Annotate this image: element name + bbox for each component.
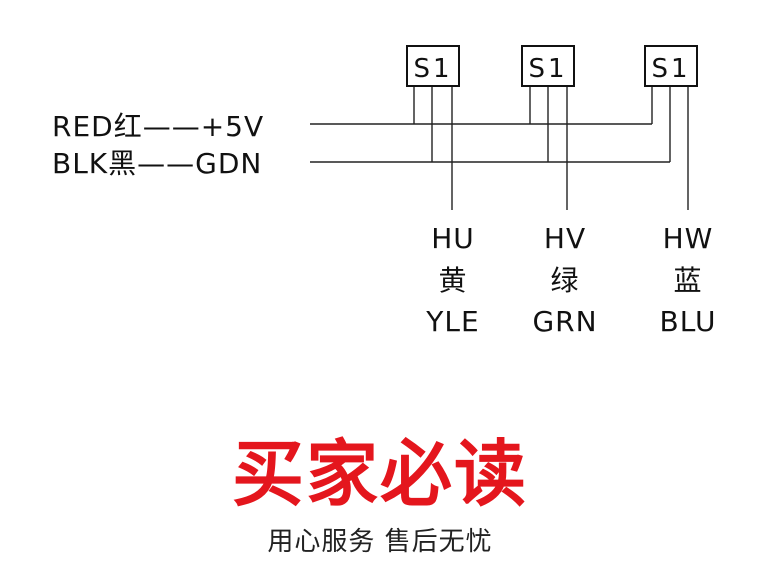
- sensor-hv-color-cn: 绿: [550, 264, 579, 297]
- sensor-hw-label: S1: [651, 54, 690, 84]
- sensor-hw-color-en: BLU: [660, 305, 717, 338]
- sensor-hw: S1 HW 蓝 BLU: [644, 45, 717, 338]
- sensor-hv-signal-label: HV: [544, 222, 586, 255]
- sensor-hu: S1 HU 黄 YLE: [406, 45, 479, 338]
- sensor-hv-box: [521, 45, 575, 87]
- sensor-hv-color-en: GRN: [532, 305, 597, 338]
- sensor-hw-box: [644, 45, 698, 87]
- sensor-hu-color-cn: 黄: [438, 264, 467, 297]
- sensor-hv-label: S1: [528, 54, 567, 84]
- red-wire-label: RED红——+5V: [52, 110, 264, 143]
- sensor-hu-label: S1: [413, 54, 452, 84]
- sensor-hu-color-en: YLE: [425, 305, 479, 338]
- sensor-hu-signal-label: HU: [431, 222, 475, 255]
- banner-title: 买家必读: [231, 431, 528, 516]
- sensor-hv: S1 HV 绿 GRN: [521, 45, 597, 338]
- sensor-hw-color-cn: 蓝: [673, 264, 702, 297]
- banner-subtitle: 用心服务 售后无忧: [267, 527, 493, 557]
- sensor-hu-box: [406, 45, 460, 87]
- sensor-hw-signal-label: HW: [663, 222, 714, 255]
- black-wire-label: BLK黑——GDN: [52, 147, 262, 180]
